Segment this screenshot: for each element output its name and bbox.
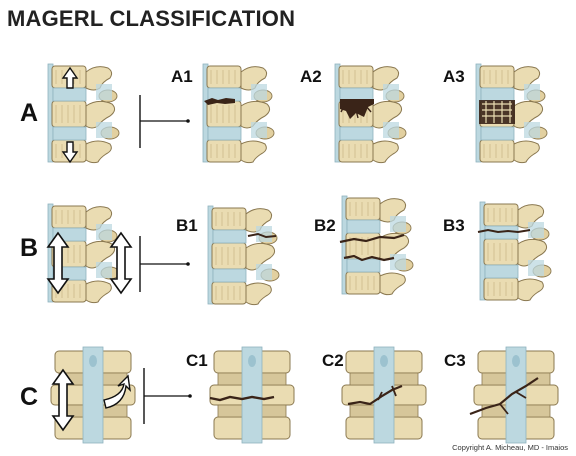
spine-a2	[334, 63, 407, 164]
rotation-arrow-icon	[103, 374, 131, 409]
subtype-label-c3: C3	[444, 351, 466, 370]
spine-a3	[475, 63, 548, 164]
reference-spine-c	[50, 346, 136, 444]
row-label-a: A	[20, 99, 39, 127]
connector-dot-c	[188, 394, 192, 398]
spine-c2	[341, 346, 427, 444]
reference-spine-b	[47, 203, 132, 304]
subtype-label-b2: B2	[314, 216, 336, 235]
spine-a1	[202, 63, 275, 164]
connector-dot-a	[186, 119, 190, 123]
spine-b2	[339, 195, 414, 296]
row-label-b: B	[20, 234, 39, 262]
subtype-label-b3: B3	[443, 216, 465, 235]
compression-arrow-up-icon	[61, 141, 79, 164]
row-label-c: C	[20, 383, 39, 411]
subtype-label-c2: C2	[322, 351, 344, 370]
distraction-arrow-posterior-icon	[110, 232, 132, 294]
subtype-label-b1: B1	[176, 216, 198, 235]
compression-arrow-down-icon	[61, 66, 79, 89]
reference-spine-a	[47, 63, 120, 164]
spine-b3	[477, 201, 552, 302]
copyright-text: Copyright A. Micheau, MD - Imaios	[452, 443, 568, 452]
spine-c3	[469, 346, 559, 444]
subtype-label-c1: C1	[186, 351, 208, 370]
connector-dot-b	[186, 262, 190, 266]
subtype-label-a2: A2	[300, 67, 322, 86]
subtype-label-a1: A1	[171, 67, 193, 86]
diagram-title: MAGERL CLASSIFICATION	[7, 6, 296, 31]
spine-c1	[209, 346, 295, 444]
spine-b1	[207, 205, 280, 306]
subtype-label-a3: A3	[443, 67, 465, 86]
